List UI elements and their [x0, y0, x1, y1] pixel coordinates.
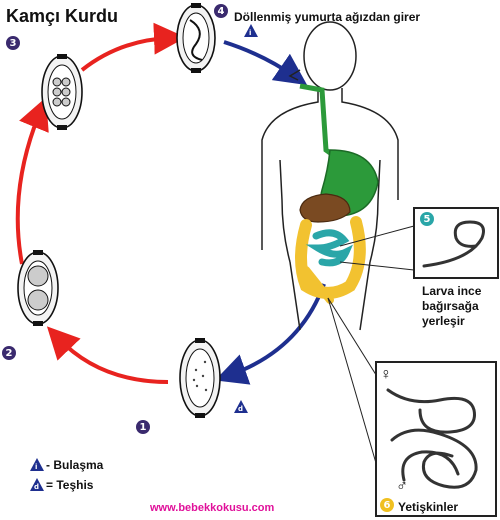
larva-caption-line-3: yerleşir — [422, 314, 465, 328]
stage-2-badge: 2 — [2, 346, 16, 360]
cycle-arrow-1-to-2 — [46, 326, 169, 384]
larva-caption: Larva ince bağırsağa yerleşir — [422, 284, 481, 329]
website-link[interactable]: www.bebekkokusu.com — [150, 502, 275, 514]
adults-caption: Yetişkinler — [398, 500, 459, 514]
stage-3-badge: 3 — [6, 36, 20, 50]
legend: i - Bulaşma d = Teşhis — [30, 458, 103, 492]
egg-stage-1 — [179, 338, 221, 418]
male-symbol: ♂ — [396, 478, 408, 495]
small-intestine — [305, 229, 353, 267]
egg-stage-3 — [41, 54, 83, 130]
legend-diagnosis: d = Teşhis — [30, 478, 103, 492]
egg-stage-4 — [176, 3, 216, 73]
larva-worm — [422, 220, 485, 268]
esophagus — [299, 83, 342, 163]
larva-caption-line-2: bağırsağa — [422, 299, 479, 313]
diagram-title: Kamçı Kurdu — [6, 6, 119, 26]
larva-caption-line-1: Larva ince — [422, 284, 482, 298]
adult-worms — [386, 388, 478, 489]
stage-6-badge: 6 — [380, 498, 394, 512]
cycle-arrow-2-to-3 — [15, 97, 49, 265]
stage-4-badge: 4 — [214, 4, 228, 18]
large-intestine — [295, 216, 366, 299]
cycle-arrow-3-to-4 — [80, 22, 186, 72]
infection-triangle-icon: i — [30, 458, 46, 472]
adults-box — [375, 361, 497, 517]
female-symbol: ♀ — [380, 366, 392, 383]
human-body — [261, 21, 399, 331]
excretion-arrow — [214, 283, 326, 385]
ingestion-arrow — [223, 40, 308, 86]
stage-1-badge: 1 — [136, 420, 150, 434]
liver — [299, 193, 351, 223]
diagnosis-triangle-icon: d — [30, 478, 46, 492]
ingestion-caption: Döllenmiş yumurta ağızdan girer — [234, 10, 421, 24]
legend-infection: i - Bulaşma — [30, 458, 103, 472]
egg-stage-2 — [17, 250, 59, 326]
stage-5-badge: 5 — [420, 212, 434, 226]
